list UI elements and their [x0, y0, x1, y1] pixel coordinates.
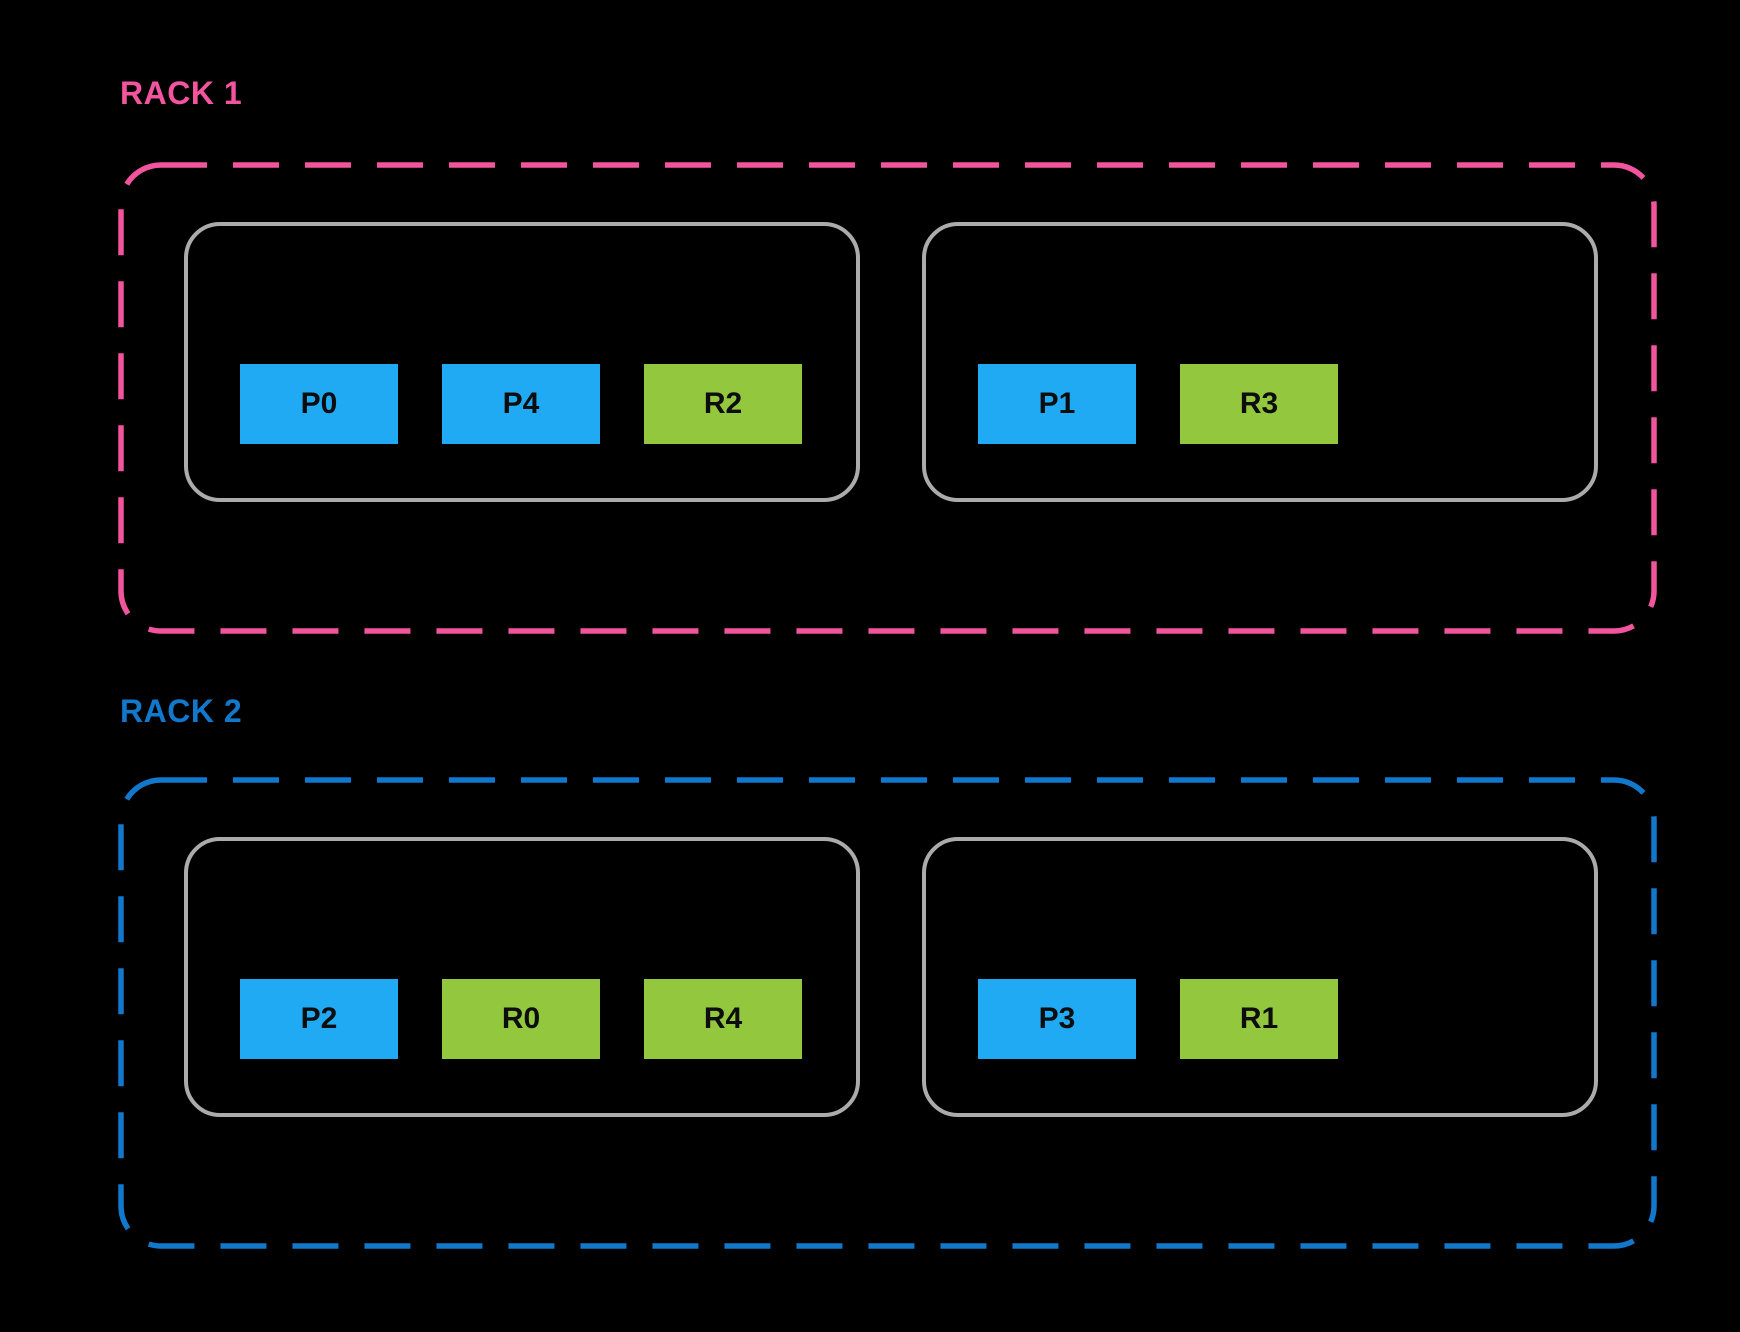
shard-r3: R3 — [1180, 364, 1338, 444]
rack-1-dashed-border — [118, 162, 1657, 634]
rack-2-node-2: P3 R1 — [922, 837, 1598, 1117]
shard-p2: P2 — [240, 979, 398, 1059]
shard-r4: R4 — [644, 979, 802, 1059]
rack-2-node-2-shards: P3 R1 — [978, 979, 1338, 1059]
shard-p0: P0 — [240, 364, 398, 444]
shard-p1: P1 — [978, 364, 1136, 444]
shard-r0: R0 — [442, 979, 600, 1059]
rack-2-node-1-shards: P2 R0 R4 — [240, 979, 802, 1059]
rack-2-dashed-border — [118, 777, 1657, 1249]
rack-1-node-1-shards: P0 P4 R2 — [240, 364, 802, 444]
rack-2-boundary — [118, 777, 1657, 1249]
rack-2-node-1: P2 R0 R4 — [184, 837, 860, 1117]
rack-1-label: RACK 1 — [120, 75, 243, 111]
shard-p3: P3 — [978, 979, 1136, 1059]
shard-r1: R1 — [1180, 979, 1338, 1059]
shard-r2: R2 — [644, 364, 802, 444]
rack-1-boundary — [118, 162, 1657, 634]
shard-p4: P4 — [442, 364, 600, 444]
rack-2-label: RACK 2 — [120, 693, 243, 729]
rack-1-node-1: P0 P4 R2 — [184, 222, 860, 502]
rack-1-node-2-shards: P1 R3 — [978, 364, 1338, 444]
rack-1-node-2: P1 R3 — [922, 222, 1598, 502]
